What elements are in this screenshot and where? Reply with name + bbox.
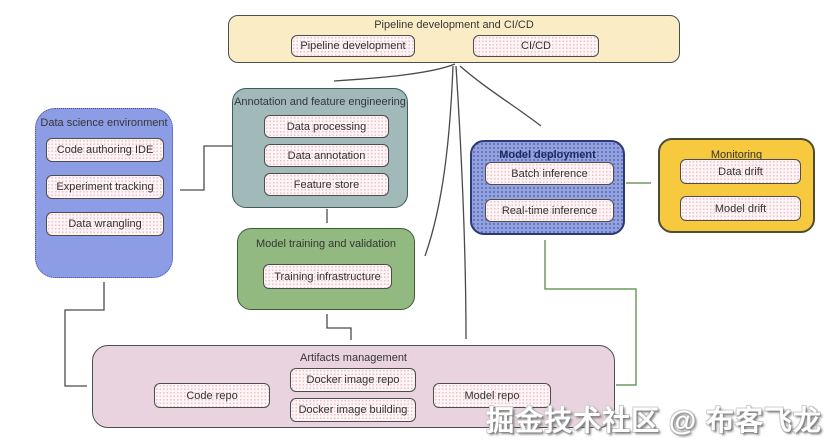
- node-realtime-inference: Real-time inference: [485, 199, 614, 222]
- node-pipeline-development: Pipeline development: [291, 35, 415, 57]
- arrow-training-artifacts-bidirectional: [326, 314, 352, 340]
- group-annotation-feature-engineering: Annotation and feature engineering Data …: [232, 88, 408, 208]
- arrow-annotation-to-data-science: [180, 145, 232, 191]
- node-code-repo: Code repo: [154, 383, 270, 408]
- node-code-authoring-ide: Code authoring IDE: [46, 138, 164, 162]
- node-cicd: CI/CD: [473, 35, 599, 57]
- node-docker-image-repo: Docker image repo: [290, 368, 416, 392]
- node-docker-image-building: Docker image building: [290, 398, 416, 422]
- node-model-drift: Model drift: [680, 196, 801, 221]
- arrow-pipeline-to-artifacts: [455, 65, 467, 340]
- node-feature-store: Feature store: [264, 173, 389, 196]
- group-title: Model deployment: [499, 149, 596, 161]
- group-title: Monitoring: [710, 149, 763, 161]
- node-data-processing: Data processing: [264, 115, 389, 138]
- group-data-science-environment: Data science environment Code authoring …: [35, 108, 173, 278]
- group-title: Model training and validation: [255, 238, 397, 250]
- node-batch-inference: Batch inference: [485, 162, 614, 185]
- node-training-infrastructure: Training infrastructure: [263, 264, 392, 289]
- arrow-pipeline-to-training: [424, 65, 454, 257]
- node-model-repo: Model repo: [433, 383, 551, 408]
- group-model-training-validation: Model training and validation Training i…: [237, 228, 415, 310]
- node-data-wrangling: Data wrangling: [46, 212, 164, 236]
- group-title: Pipeline development and CI/CD: [374, 19, 534, 31]
- node-data-drift: Data drift: [680, 159, 801, 184]
- group-model-deployment: Model deployment Batch inference Real-ti…: [470, 140, 625, 235]
- watermark-text: 掘金技术社区 @ 布客飞龙: [486, 405, 822, 436]
- node-data-annotation: Data annotation: [264, 144, 389, 167]
- group-pipeline-development-cicd: Pipeline development and CI/CD Pipeline …: [228, 15, 680, 63]
- arrow-pipeline-to-annotation: [333, 63, 456, 82]
- group-monitoring: Monitoring Data drift Model drift: [658, 138, 815, 233]
- arrow-pipeline-to-deployment: [459, 65, 542, 127]
- group-artifacts-management: Artifacts management Code repo Docker im…: [92, 345, 615, 428]
- group-title: Data science environment: [40, 117, 168, 129]
- group-title: Artifacts management: [300, 352, 407, 364]
- group-title: Annotation and feature engineering: [234, 96, 406, 108]
- node-experiment-tracking: Experiment tracking: [46, 175, 164, 199]
